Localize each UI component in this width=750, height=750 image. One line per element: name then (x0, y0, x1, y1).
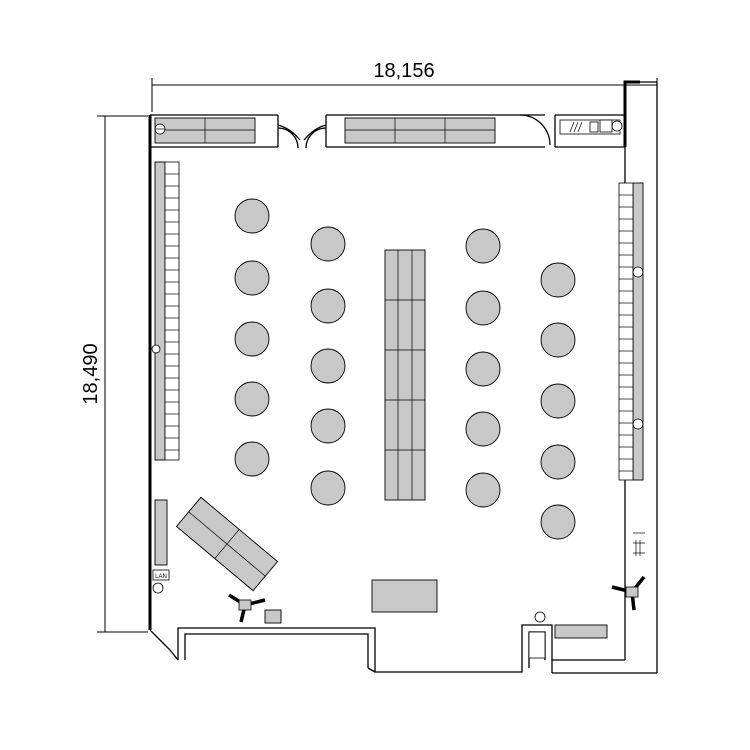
round-table (234, 198, 270, 234)
power-outlet-icon (151, 344, 161, 354)
width-dimension: 18,156 (151, 60, 658, 112)
right-bench (618, 182, 644, 481)
round-table (465, 411, 501, 447)
power-outlet-icon (611, 120, 623, 132)
top-left-counter (154, 117, 256, 144)
entrance-door-icon (277, 124, 327, 149)
power-outlet-icon (632, 418, 644, 430)
pillar (528, 631, 546, 659)
top-center-counter (344, 117, 496, 144)
bottom-right-counter (554, 624, 608, 639)
round-table (234, 321, 270, 357)
small-cabinet (264, 609, 282, 624)
power-outlet-icon (632, 266, 644, 278)
round-table (465, 472, 501, 508)
power-outlet-icon (534, 611, 546, 623)
round-table (234, 260, 270, 296)
lower-left-bench: LAN (152, 499, 170, 594)
round-table (540, 262, 576, 298)
round-table (310, 408, 346, 444)
central-table (384, 249, 426, 501)
equipment-rack (559, 119, 623, 135)
side-door-icon (519, 114, 551, 146)
lan-port-label: LAN (155, 574, 167, 580)
round-table (310, 288, 346, 324)
round-table (540, 383, 576, 419)
round-table (465, 228, 501, 264)
round-table (540, 322, 576, 358)
left-bench (151, 161, 180, 461)
speaker-icon (228, 593, 266, 623)
round-tables (234, 198, 576, 540)
round-table (540, 504, 576, 540)
power-outlet-icon (152, 582, 164, 594)
round-table (465, 351, 501, 387)
speaker-icon (611, 575, 646, 611)
round-table (310, 226, 346, 262)
width-label: 18,156 (373, 60, 434, 82)
round-table (234, 441, 270, 477)
round-table (540, 444, 576, 480)
round-table (234, 381, 270, 417)
diagonal-sofa (175, 496, 279, 592)
wall-fixture-icon (633, 532, 645, 556)
height-dimension: 18,490 (80, 115, 148, 633)
round-table (310, 348, 346, 384)
height-label: 18,490 (80, 343, 102, 404)
round-table (465, 290, 501, 326)
bottom-stage (371, 579, 438, 613)
round-table (310, 470, 346, 506)
